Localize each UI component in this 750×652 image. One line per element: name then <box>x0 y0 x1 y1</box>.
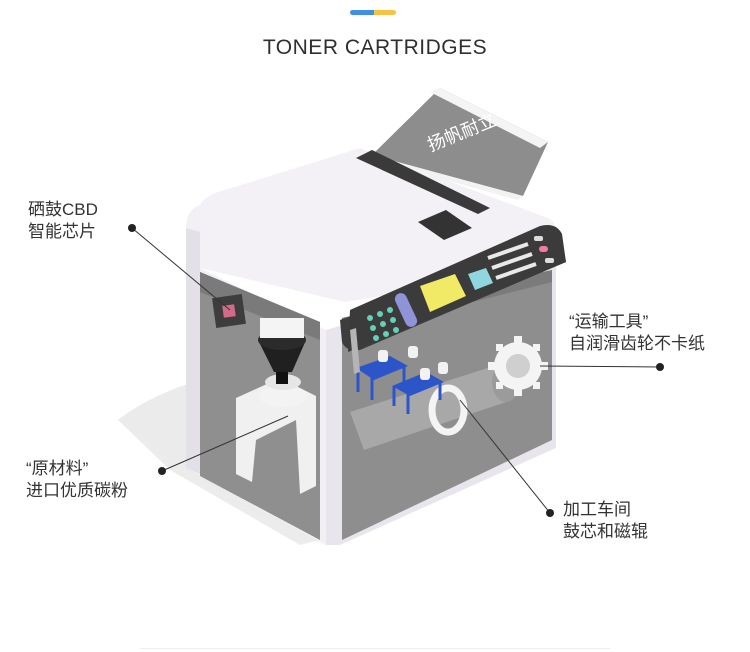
chip-callout-line <box>131 227 231 311</box>
interior-pillar <box>350 328 360 374</box>
transport-callout-line1: “运输工具” <box>569 312 649 331</box>
workshop-callout-line <box>459 399 551 514</box>
title-accent-bar <box>350 10 396 15</box>
floor-shadow-main <box>118 380 330 548</box>
bottom-divider <box>140 648 610 649</box>
accent-blue <box>350 10 374 15</box>
workshop-callout-line1: 加工车间 <box>563 500 631 519</box>
control-panel-small-button-2 <box>545 258 554 263</box>
material-callout-dot <box>158 467 166 475</box>
control-panel-pink-button <box>539 246 548 252</box>
chip-callout-line1: 硒鼓CBD <box>28 200 98 219</box>
drum-ring <box>428 384 468 436</box>
control-panel-line-3 <box>495 262 537 280</box>
transport-callout-dot <box>656 363 664 371</box>
material-callout-label: “原材料” 进口优质碳粉 <box>26 458 128 502</box>
paper-sheet <box>372 88 548 196</box>
control-panel-screen <box>420 274 466 312</box>
page-title: TONER CARTRIDGES <box>262 36 488 59</box>
chip-callout-label: 硒鼓CBD 智能芯片 <box>28 199 98 243</box>
transport-callout-line <box>539 365 661 368</box>
toner-cup <box>259 385 307 407</box>
accent-yellow <box>374 10 396 15</box>
chip-callout-line2: 智能芯片 <box>28 222 96 241</box>
toner-hopper-cover <box>260 318 304 338</box>
transport-callout-line2: 自润滑齿轮不卡纸 <box>569 334 705 353</box>
control-panel-small-button-1 <box>534 236 543 241</box>
workshop-callout-label: 加工车间 鼓芯和磁辊 <box>563 499 648 543</box>
material-table <box>236 378 316 494</box>
material-callout-line2: 进口优质碳粉 <box>26 481 128 500</box>
chip-callout-dot <box>128 224 136 232</box>
control-panel-keypad <box>367 307 399 341</box>
paper-curl <box>430 88 548 148</box>
transport-callout-label: “运输工具” 自润滑齿轮不卡纸 <box>569 311 705 355</box>
top-opening <box>418 210 472 240</box>
workshop-callout-dot <box>546 509 554 517</box>
control-panel-line-2 <box>491 252 533 270</box>
workshop-callout-line2: 鼓芯和磁辊 <box>563 522 648 541</box>
control-panel-blue-button <box>394 293 418 327</box>
control-panel-cyan-button <box>468 268 493 290</box>
control-panel-line-1 <box>487 242 529 260</box>
printer-left-wall-edge <box>186 228 200 474</box>
workshop-desks <box>356 346 448 414</box>
paper-slot <box>356 150 490 214</box>
toner-funnel-neck <box>276 372 288 384</box>
material-callout-line <box>161 415 289 472</box>
material-callout-line1: “原材料” <box>26 459 89 478</box>
